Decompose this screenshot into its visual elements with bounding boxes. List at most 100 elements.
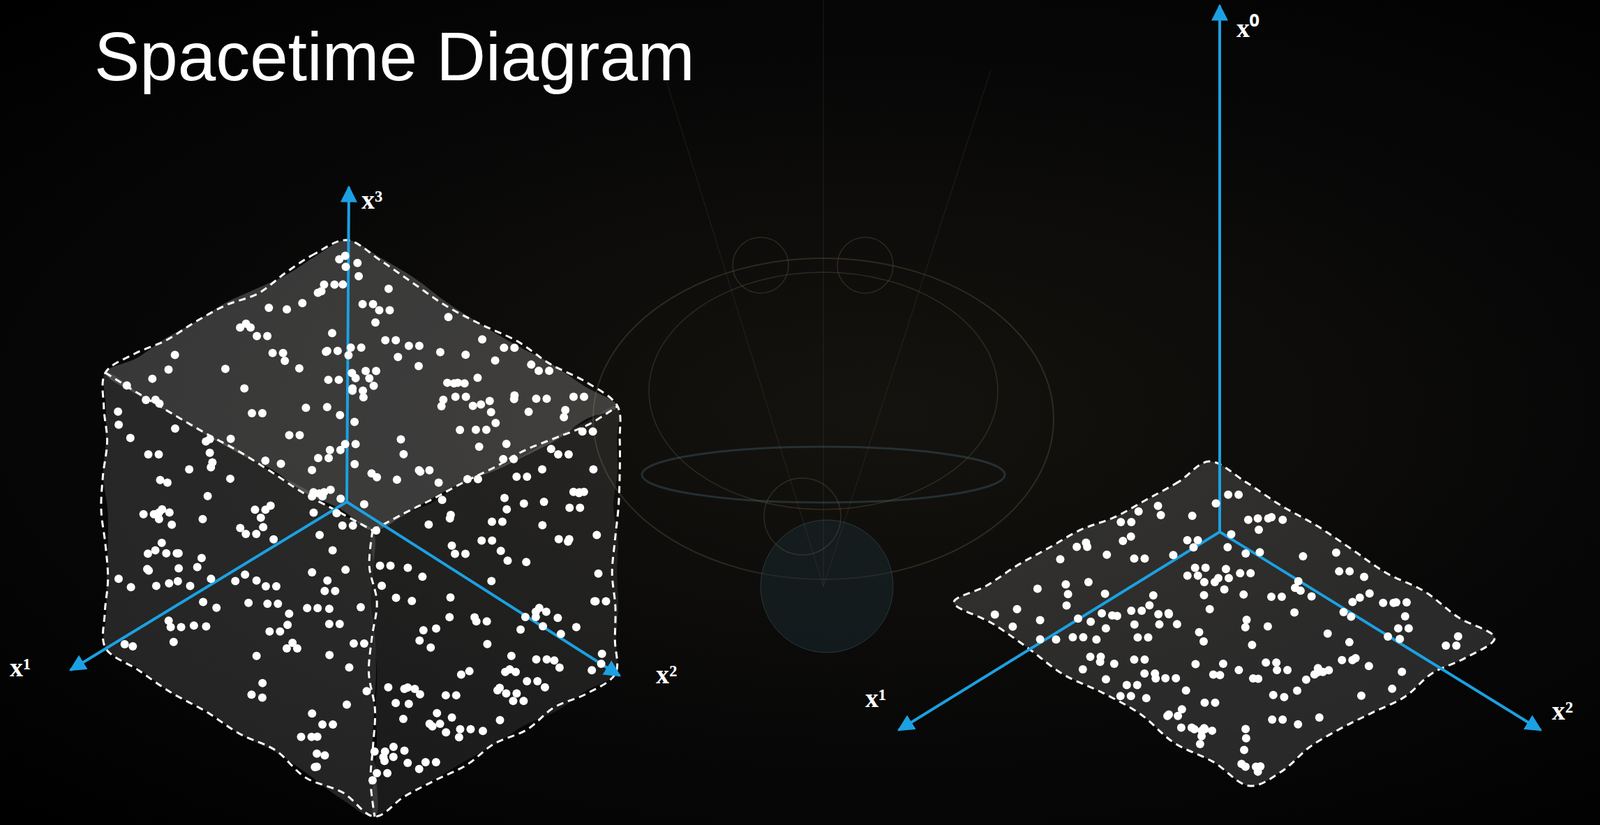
- event-dot: [332, 508, 341, 518]
- event-dot: [521, 557, 531, 566]
- event-dot: [544, 366, 554, 375]
- event-dot: [325, 651, 334, 660]
- event-dot: [1200, 577, 1209, 587]
- axes: [70, 5, 1541, 730]
- cube-edge: [105, 372, 373, 531]
- space-cube: [101, 240, 621, 818]
- event-dot: [273, 599, 282, 608]
- event-dot: [404, 341, 414, 350]
- event-dot: [461, 549, 470, 559]
- event-dot: [370, 747, 379, 756]
- event-dot: [415, 341, 424, 350]
- event-dot: [1404, 623, 1413, 633]
- event-dot: [309, 487, 318, 497]
- event-dot: [351, 374, 361, 383]
- event-dot: [1224, 573, 1233, 582]
- event-dot: [1112, 611, 1122, 621]
- event-dot: [386, 561, 395, 571]
- event-dot: [380, 335, 390, 345]
- event-dot: [350, 417, 359, 426]
- event-dot: [1116, 691, 1125, 700]
- event-dot: [114, 574, 123, 583]
- event-dot: [491, 418, 500, 428]
- axis-x2: [346, 501, 620, 676]
- event-dot: [144, 450, 153, 459]
- event-dot: [1195, 739, 1205, 749]
- event-dot: [313, 288, 323, 298]
- event-dot: [1145, 600, 1154, 610]
- event-dot: [1277, 592, 1287, 601]
- event-dot: [166, 623, 176, 632]
- event-dot: [258, 408, 267, 418]
- event-dot: [326, 485, 335, 495]
- event-dot: [534, 366, 543, 375]
- event-dot: [143, 564, 152, 573]
- event-dot: [330, 586, 340, 596]
- event-dot: [491, 356, 500, 365]
- event-dot: [498, 454, 508, 464]
- event-dot: [113, 407, 123, 416]
- event-dot: [444, 312, 453, 321]
- event-dot: [252, 332, 261, 341]
- event-dot: [1339, 607, 1349, 617]
- event-dot: [451, 392, 460, 401]
- event-dot: [521, 612, 530, 622]
- event-dot: [443, 378, 452, 387]
- event-dot: [371, 366, 381, 375]
- event-dot: [482, 639, 492, 649]
- event-dot: [240, 570, 250, 579]
- event-dot: [1242, 734, 1251, 743]
- event-dot: [344, 350, 353, 360]
- event-dot: [206, 574, 215, 583]
- event-dot: [1290, 607, 1299, 617]
- event-dot: [461, 392, 471, 401]
- event-dot: [1324, 665, 1333, 675]
- event-dot: [169, 637, 178, 647]
- event-dot: [487, 517, 497, 526]
- event-dot: [535, 603, 544, 612]
- event-dot: [367, 468, 377, 478]
- event-dot: [1116, 517, 1125, 527]
- event-dot: [315, 531, 324, 540]
- event-dot: [505, 664, 514, 674]
- event-dot: [415, 764, 424, 774]
- event-dot: [258, 522, 268, 532]
- event-dot: [165, 507, 174, 517]
- event-dot: [335, 410, 345, 420]
- event-dot: [1219, 659, 1228, 668]
- event-dot: [313, 453, 323, 462]
- event-dot: [170, 424, 180, 433]
- event-dot: [588, 427, 598, 436]
- event-dot: [592, 531, 601, 540]
- event-dot: [230, 576, 240, 585]
- event-dot: [284, 609, 294, 618]
- event-dot: [1118, 536, 1127, 545]
- event-dot: [1086, 617, 1095, 626]
- event-dot: [1332, 548, 1341, 557]
- event-dot: [1234, 490, 1243, 499]
- event-dot: [333, 346, 342, 356]
- event-dot: [1345, 567, 1354, 576]
- event-dot: [1235, 568, 1245, 578]
- event-dot: [163, 478, 172, 488]
- event-dot: [361, 366, 370, 375]
- event-dot: [147, 374, 157, 384]
- event-dot: [1296, 586, 1305, 595]
- event-dot: [503, 556, 513, 565]
- event-dot: [341, 262, 351, 271]
- event-dot: [221, 364, 230, 374]
- event-dot: [212, 603, 221, 612]
- event-dot: [1061, 579, 1070, 589]
- event-dot: [325, 619, 334, 628]
- event-dot: [198, 514, 208, 524]
- event-dot: [205, 434, 215, 444]
- event-dot: [498, 517, 507, 526]
- event-dot: [485, 396, 495, 405]
- event-dot: [320, 586, 329, 596]
- event-dot: [376, 561, 385, 571]
- event-dot: [436, 347, 445, 356]
- event-dot: [476, 400, 485, 409]
- event-dot: [341, 565, 350, 574]
- event-dot: [438, 495, 447, 504]
- event-dot: [1357, 691, 1366, 700]
